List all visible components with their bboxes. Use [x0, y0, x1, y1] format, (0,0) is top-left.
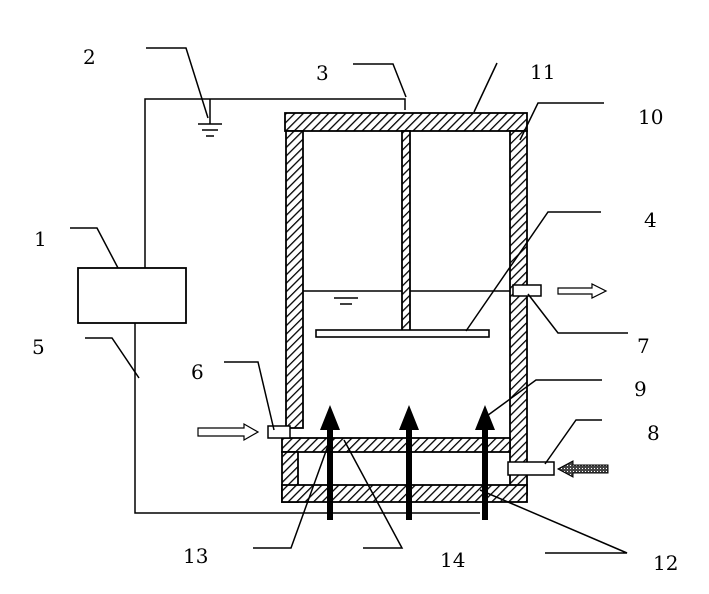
- reactor-vessel: [281, 112, 528, 503]
- label-5: 5: [32, 335, 45, 359]
- power-supply-box: [77, 267, 187, 324]
- label-3: 3: [316, 61, 329, 85]
- label-7: 7: [637, 334, 650, 358]
- label-13: 13: [183, 544, 208, 568]
- label-4: 4: [644, 208, 657, 232]
- label-11: 11: [530, 60, 555, 84]
- label-9: 9: [634, 377, 647, 401]
- outlet-pipe: [512, 283, 608, 299]
- electrode: [315, 130, 490, 338]
- leader-lines: [70, 47, 628, 554]
- label-12: 12: [653, 551, 678, 575]
- inlet-pipe: [197, 422, 291, 442]
- ground-symbol: [198, 99, 222, 137]
- circuit-wire: [144, 98, 406, 268]
- label-1: 1: [34, 227, 47, 251]
- label-14: 14: [440, 548, 465, 572]
- circuit-wire-lower: [134, 323, 480, 514]
- label-6: 6: [191, 360, 204, 384]
- gas-inlet-pipe: [507, 460, 609, 478]
- label-2: 2: [83, 45, 96, 69]
- labels: 1 2 3 4 5 6 7 8 9 10 11 12 13 14: [32, 45, 678, 575]
- label-8: 8: [647, 421, 660, 445]
- label-10: 10: [638, 105, 663, 129]
